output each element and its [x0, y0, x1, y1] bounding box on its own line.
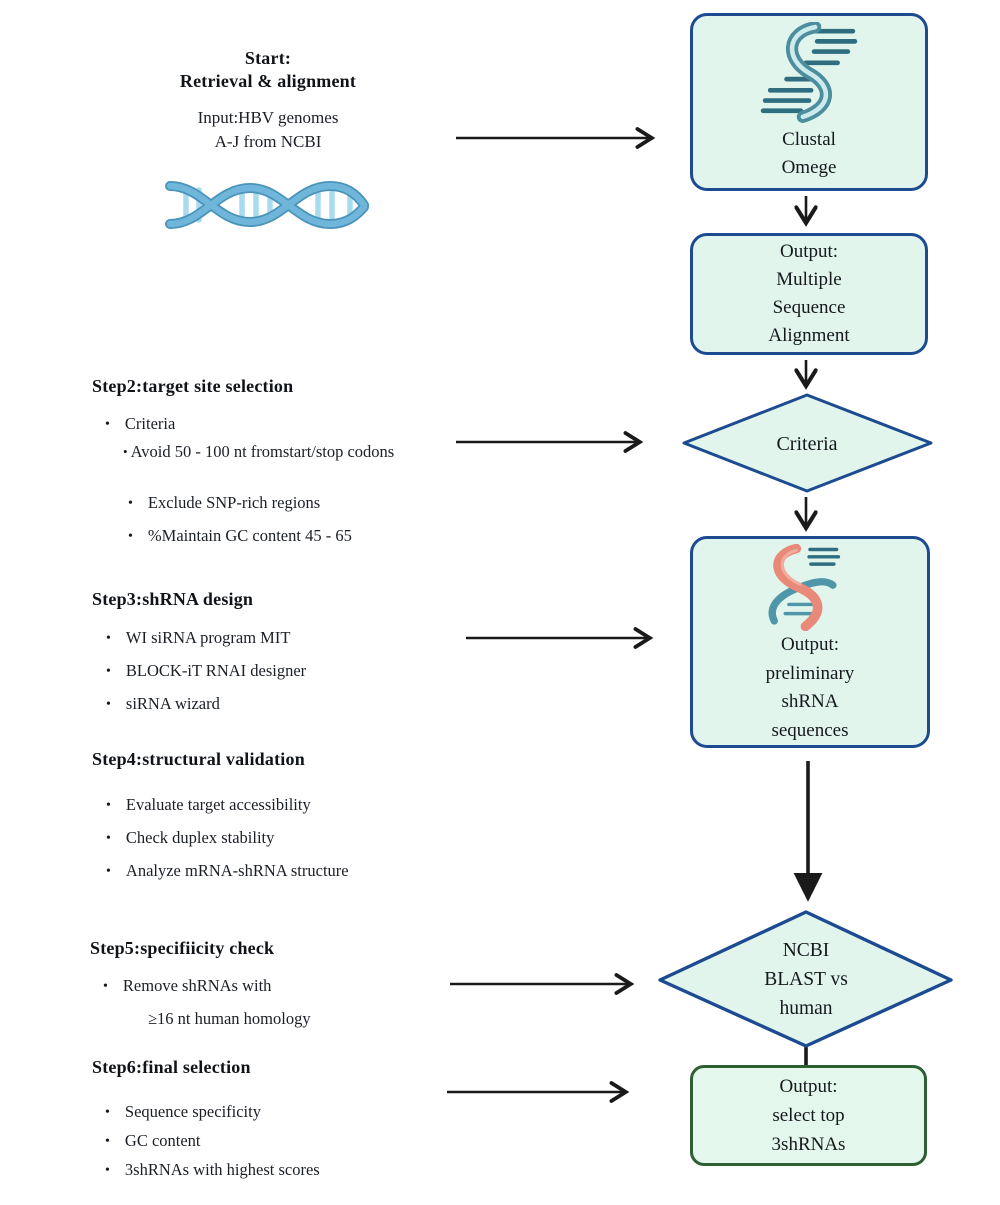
blast-line1: NCBI [782, 940, 830, 961]
clustal-node: Clustal Omege [690, 13, 928, 191]
criteria-diamond-shape [682, 393, 933, 493]
step2-heading: Step2:target site selection [92, 376, 294, 396]
step2-bullet-snp: •Exclude SNP-rich regions [128, 493, 321, 512]
step3-bullet-1: •WI siRNA program MIT [106, 628, 291, 647]
step6-bullet-1: •Sequence specificity [105, 1102, 261, 1121]
shrna-line2: preliminary [765, 662, 855, 684]
blast-line2: BLAST vs [764, 969, 848, 990]
start-block: Start: Retrieval & alignment Input:HBV g… [118, 48, 418, 152]
step4-bullet-2: •Check duplex stability [106, 828, 275, 847]
step2-bullet-criteria: •Criteria [105, 414, 176, 433]
step5-bullet-1-line2: ≥16 nt human homology [148, 1009, 311, 1028]
final-output-node: Output: select top 3shRNAs [690, 1065, 927, 1166]
bullet-icon: • [106, 697, 111, 712]
bullet-icon: • [106, 664, 111, 679]
step2-subbullet-avoid: •Avoid 50 - 100 nt fromstart/stop codons [123, 442, 395, 461]
msa-output-node: Output: Multiple Sequence Alignment [690, 233, 928, 355]
step5-bullet-1: •Remove shRNAs with [103, 976, 272, 995]
final-line2: select top [772, 1105, 845, 1126]
step4-bullet-1: •Evaluate target accessibility [106, 795, 311, 814]
bullet-icon: • [105, 1134, 110, 1149]
msa-line3: Sequence [772, 297, 846, 318]
start-input-line1: Input:HBV genomes [197, 108, 339, 127]
step5-heading: Step5:specifiicity check [90, 938, 275, 958]
blast-diamond-shape [658, 910, 953, 1048]
step6-bullet-3: •3shRNAs with highest scores [105, 1160, 320, 1179]
blast-line3: human [779, 998, 833, 1019]
shrna-line4: sequences [771, 719, 849, 741]
start-input-line2: A-J from NCBI [214, 132, 322, 151]
clustal-label-line1: Clustal [782, 129, 836, 150]
criteria-diamond-label: Criteria [776, 433, 838, 455]
shrna-helix-icon [768, 544, 841, 631]
step4-heading: Step4:structural validation [92, 749, 305, 769]
bullet-icon: • [106, 831, 111, 846]
start-title-line1: Start: [244, 48, 292, 68]
bullet-icon: • [123, 444, 128, 459]
bullet-icon: • [128, 529, 133, 544]
final-line3: 3shRNAs [771, 1134, 846, 1155]
shrna-output-node: Output: preliminary shRNA sequences [690, 536, 930, 748]
start-title-line2: Retrieval & alignment [179, 71, 357, 91]
blast-diamond-label: NCBI BLAST vs human [706, 936, 906, 1023]
clustal-label-line2: Omege [781, 157, 837, 178]
msa-line4: Alignment [768, 325, 850, 346]
msa-line1: Output: [779, 241, 839, 262]
msa-line2: Multiple [776, 269, 842, 290]
shrna-line1: Output: [780, 634, 840, 655]
bullet-icon: • [103, 979, 108, 994]
bullet-icon: • [105, 1105, 110, 1120]
bullet-icon: • [106, 798, 111, 813]
alignment-helix-icon [760, 22, 858, 123]
step3-bullet-2: •BLOCK-iT RNAI designer [106, 661, 307, 680]
step3-heading: Step3:shRNA design [92, 589, 254, 609]
final-line1: Output: [779, 1076, 838, 1097]
step6-heading: Step6:final selection [92, 1057, 251, 1077]
bullet-icon: • [128, 496, 133, 511]
bullet-icon: • [106, 631, 111, 646]
step3-bullet-3: •siRNA wizard [106, 694, 220, 713]
step6-bullet-2: •GC content [105, 1131, 201, 1150]
dna-helix-icon [165, 180, 369, 230]
bullet-icon: • [105, 417, 110, 432]
bullet-icon: • [105, 1163, 110, 1178]
step2-bullet-gc: •%Maintain GC content 45 - 65 [128, 526, 352, 545]
step4-bullet-3: •Analyze mRNA-shRNA structure [106, 861, 349, 880]
bullet-icon: • [106, 864, 111, 879]
shrna-line3: shRNA [781, 691, 839, 712]
